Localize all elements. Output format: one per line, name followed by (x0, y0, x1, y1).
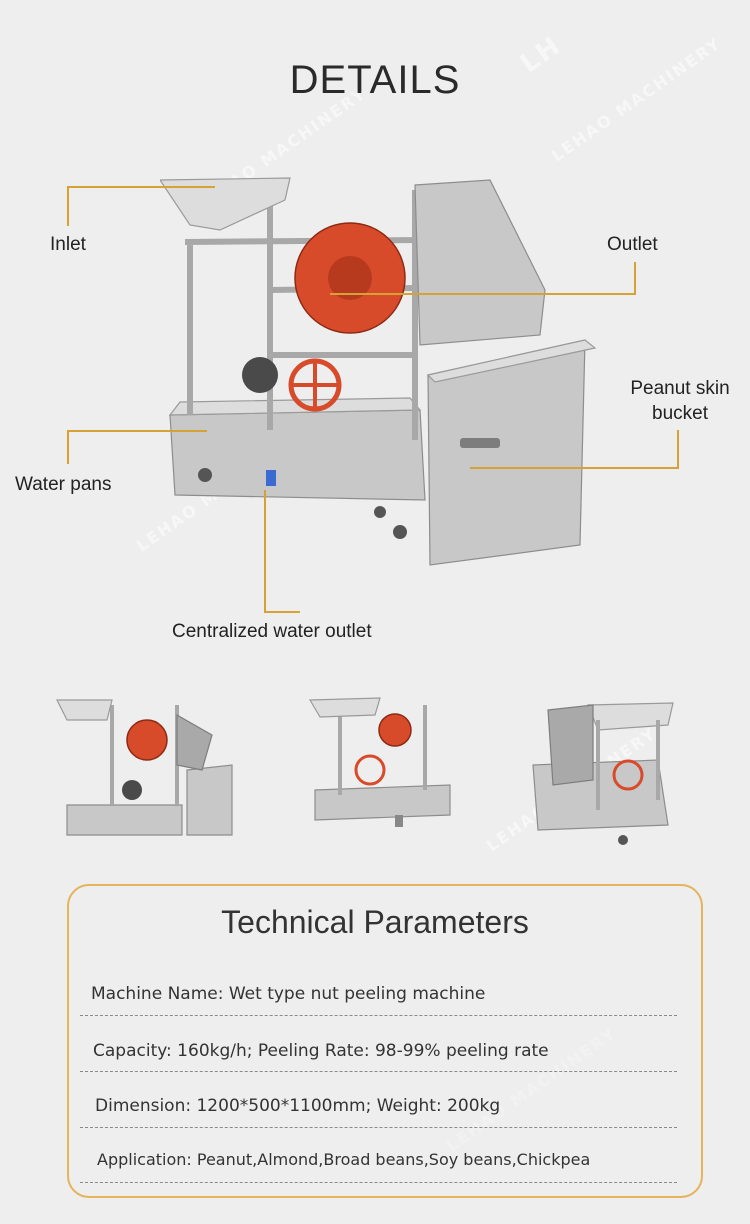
callout-line (330, 293, 635, 295)
param-divider (80, 1071, 677, 1072)
param-capacity: Capacity: 160kg/h; Peeling Rate: 98-99% … (93, 1041, 549, 1061)
callout-skin-bucket: Peanut skin bucket (620, 376, 740, 426)
param-application: Application: Peanut,Almond,Broad beans,S… (97, 1150, 591, 1169)
param-machine-name: Machine Name: Wet type nut peeling machi… (91, 984, 486, 1004)
page-title: DETAILS (289, 58, 461, 102)
machine-thumbnail-right (532, 702, 674, 845)
callout-line (677, 430, 679, 468)
callout-skin-bucket-line2: bucket (652, 403, 708, 424)
callout-line (67, 430, 207, 432)
callout-water-pans: Water pans (15, 474, 112, 495)
callout-line (67, 186, 215, 188)
callout-inlet: Inlet (50, 234, 86, 255)
callout-line (67, 430, 69, 464)
callout-outlet: Outlet (607, 234, 658, 255)
tech-params-title: Technical Parameters (221, 904, 529, 940)
callout-line (470, 467, 679, 469)
param-divider (80, 1182, 677, 1183)
machine-thumbnail-left (56, 699, 233, 836)
callout-line (634, 262, 636, 295)
param-divider (80, 1015, 677, 1016)
machine-thumbnail-center (308, 697, 451, 827)
callout-skin-bucket-line1: Peanut skin (630, 378, 730, 399)
main-machine-photo (160, 177, 597, 566)
callout-line (67, 186, 69, 226)
callout-line (264, 611, 300, 613)
callout-water-outlet: Centralized water outlet (172, 621, 372, 642)
param-divider (80, 1127, 677, 1128)
tech-params-card (67, 884, 703, 1198)
callout-line (264, 490, 266, 612)
param-dimension: Dimension: 1200*500*1100mm; Weight: 200k… (95, 1096, 501, 1116)
